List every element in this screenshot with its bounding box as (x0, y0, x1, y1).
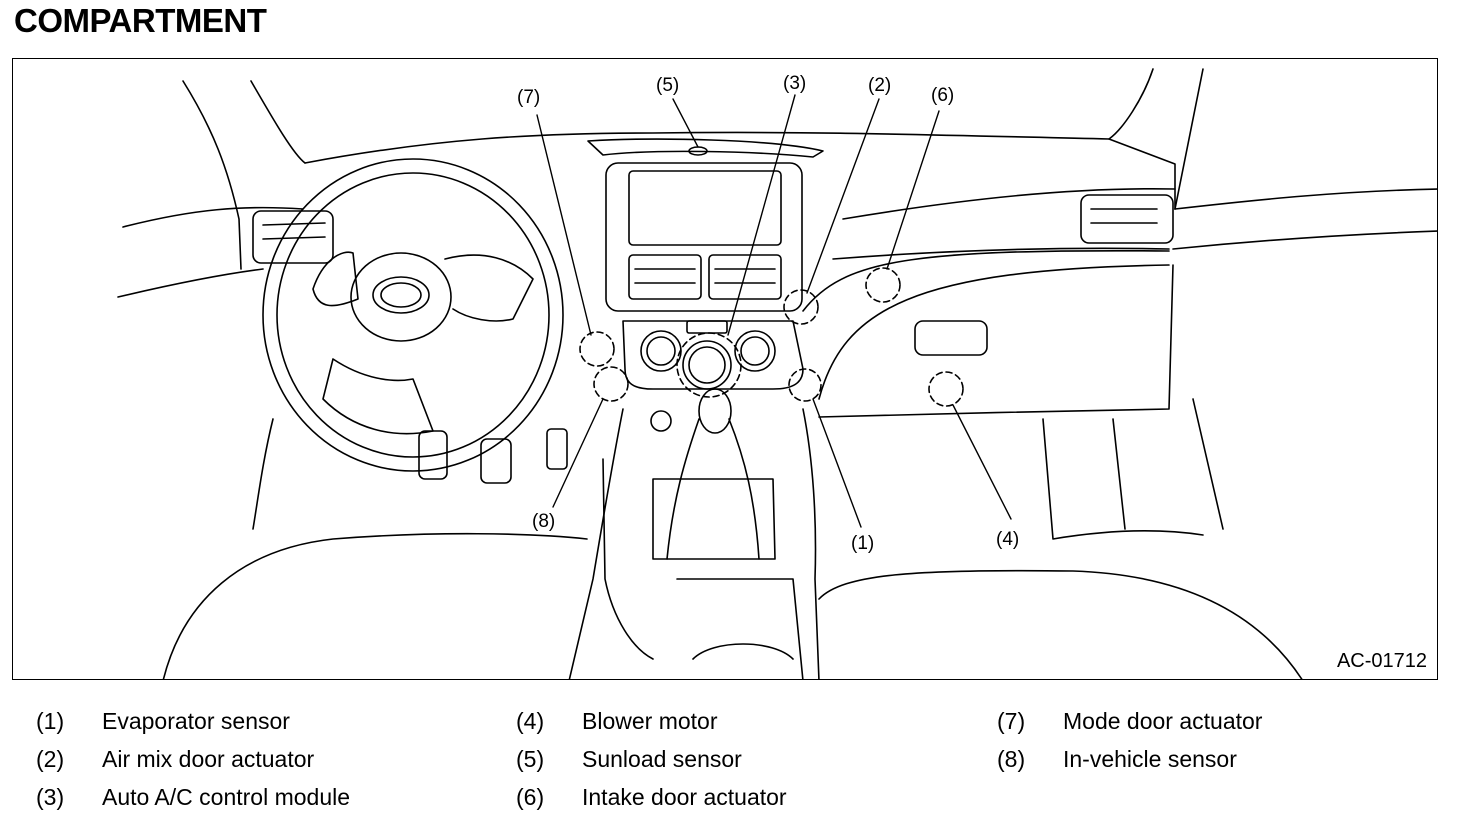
leader-line-4 (952, 404, 1012, 520)
callout-label-2: (2) (868, 75, 891, 96)
right-pillar-line (1108, 68, 1154, 140)
left-pillar-line-2 (250, 80, 306, 164)
leader-line-2 (806, 98, 880, 294)
dash-right-line (842, 187, 1176, 220)
figure-id: AC-01712 (1336, 650, 1427, 672)
callout-label-1: (1) (851, 533, 874, 554)
ac-knob-center (682, 340, 732, 390)
legend-num: (5) (516, 746, 545, 772)
callout-label-6: (6) (931, 85, 954, 106)
legend-num: (8) (997, 746, 1026, 772)
pedal-3 (546, 428, 568, 470)
steering-wheel-outer (262, 158, 564, 472)
evaporator-sensor-marker (788, 368, 822, 402)
blower-motor-marker (928, 371, 964, 407)
center-display-outer (605, 162, 803, 312)
legend-num: (6) (516, 784, 545, 810)
dash-right-line-2 (1174, 188, 1437, 210)
mode-door-actuator-marker (579, 331, 615, 367)
left-seat (162, 532, 588, 679)
callout-label-4: (4) (996, 529, 1019, 550)
auto-ac-module-marker (676, 332, 742, 398)
legend-text: Auto A/C control module (102, 784, 351, 810)
left-pillar-line (182, 80, 242, 270)
leader-line-3 (727, 94, 796, 336)
legend-num: (4) (516, 708, 545, 734)
center-display-screen (628, 170, 782, 246)
sunload-housing (587, 138, 824, 158)
legend-text: Blower motor (582, 708, 718, 734)
steering-hub (350, 252, 452, 342)
center-console (568, 408, 624, 679)
callout-label-7: (7) (517, 87, 540, 108)
ac-knob-right (734, 330, 776, 372)
dash-top-line (304, 131, 1176, 210)
callout-label-3: (3) (783, 73, 806, 94)
glovebox-handle (914, 320, 988, 356)
handbrake (602, 458, 654, 660)
pedal-2 (480, 438, 512, 484)
leader-line-5 (672, 98, 699, 148)
pedal-1 (418, 430, 448, 480)
callout-label-8: (8) (532, 511, 555, 532)
legend: (1) Evaporator sensor (2) Air mix door a… (0, 700, 1472, 820)
legend-text: Sunload sensor (582, 746, 742, 772)
page-title: COMPARTMENT (14, 2, 267, 39)
legend-num: (7) (997, 708, 1026, 734)
legend-text: Intake door actuator (582, 784, 787, 810)
dash-top-line-2 (122, 206, 304, 228)
right-vent (1080, 194, 1174, 244)
leader-line-1 (812, 398, 862, 528)
center-vent-right (708, 254, 782, 300)
leader-line-8 (552, 398, 604, 508)
leader-line-6 (886, 110, 940, 270)
right-seat (818, 569, 1303, 679)
legend-text: Mode door actuator (1063, 708, 1263, 734)
shift-boot (652, 478, 776, 560)
compartment-drawing: (5) (3) (2) (6) (7) (8) (1) (4) (117, 68, 1437, 679)
in-vehicle-sensor-marker (593, 366, 629, 402)
legend-num: (2) (36, 746, 65, 772)
diagram-frame: (5) (3) (2) (6) (7) (8) (1) (4) AC-01712 (12, 58, 1438, 680)
right-pillar-line-2 (1174, 68, 1204, 210)
callout-label-5: (5) (656, 75, 679, 96)
intake-door-actuator-marker (865, 267, 901, 303)
legend-text: Air mix door actuator (102, 746, 315, 772)
steering-emblem (372, 276, 430, 314)
dash-mid-line (117, 268, 264, 298)
legend-num: (3) (36, 784, 65, 810)
left-vent (252, 210, 334, 264)
air-mix-door-actuator-marker (783, 289, 819, 325)
legend-text: In-vehicle sensor (1063, 746, 1237, 772)
console-button (650, 410, 672, 432)
center-vent-left (628, 254, 702, 300)
ac-display (686, 320, 728, 334)
dash-sweep-right (802, 249, 1170, 312)
center-stack-lower (622, 320, 804, 390)
shift-knob (698, 388, 732, 434)
dash-right-line-3 (1172, 230, 1437, 250)
dash-right-line-4 (832, 247, 1170, 260)
legend-num: (1) (36, 708, 65, 734)
legend-text: Evaporator sensor (102, 708, 290, 734)
leader-line-7 (536, 114, 592, 336)
